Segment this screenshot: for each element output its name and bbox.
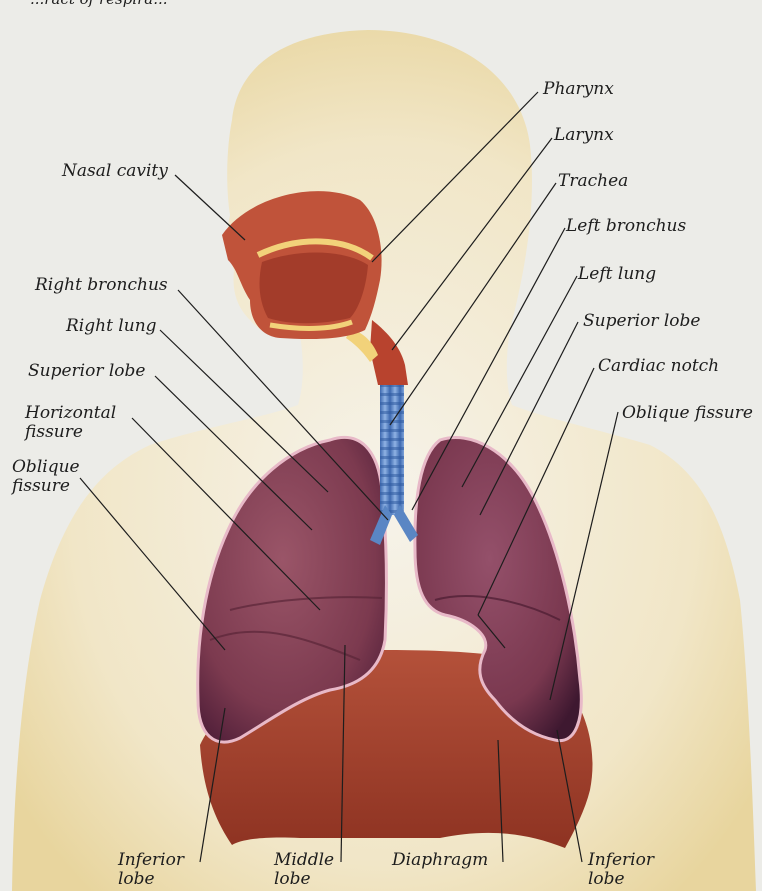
label-trachea: Trachea xyxy=(558,172,628,191)
label-right-bronchus: Right bronchus xyxy=(35,276,168,295)
label-superior-lobe-left: Superior lobe xyxy=(583,312,700,331)
label-superior-lobe-right: Superior lobe xyxy=(28,362,145,381)
label-nasal-cavity: Nasal cavity xyxy=(62,162,168,181)
label-larynx: Larynx xyxy=(554,126,614,145)
label-cardiac-notch: Cardiac notch xyxy=(598,357,719,376)
label-oblique-fissure-left: Oblique fissure xyxy=(622,404,753,423)
caption-fragment: ...ract of respira... xyxy=(30,0,168,9)
label-left-lung: Left lung xyxy=(578,265,656,284)
label-pharynx: Pharynx xyxy=(543,80,614,99)
label-oblique-fissure-right: Oblique fissure xyxy=(12,458,80,496)
label-right-lung: Right lung xyxy=(66,317,157,336)
label-left-bronchus: Left bronchus xyxy=(566,217,686,236)
label-horizontal-fissure: Horizontal fissure xyxy=(25,404,116,442)
trachea-shape xyxy=(380,375,404,515)
label-middle-lobe: Middle lobe xyxy=(274,851,334,889)
label-inferior-lobe-left: Inferior lobe xyxy=(588,851,654,889)
label-inferior-lobe-right: Inferior lobe xyxy=(118,851,184,889)
label-diaphragm: Diaphragm xyxy=(392,851,488,870)
